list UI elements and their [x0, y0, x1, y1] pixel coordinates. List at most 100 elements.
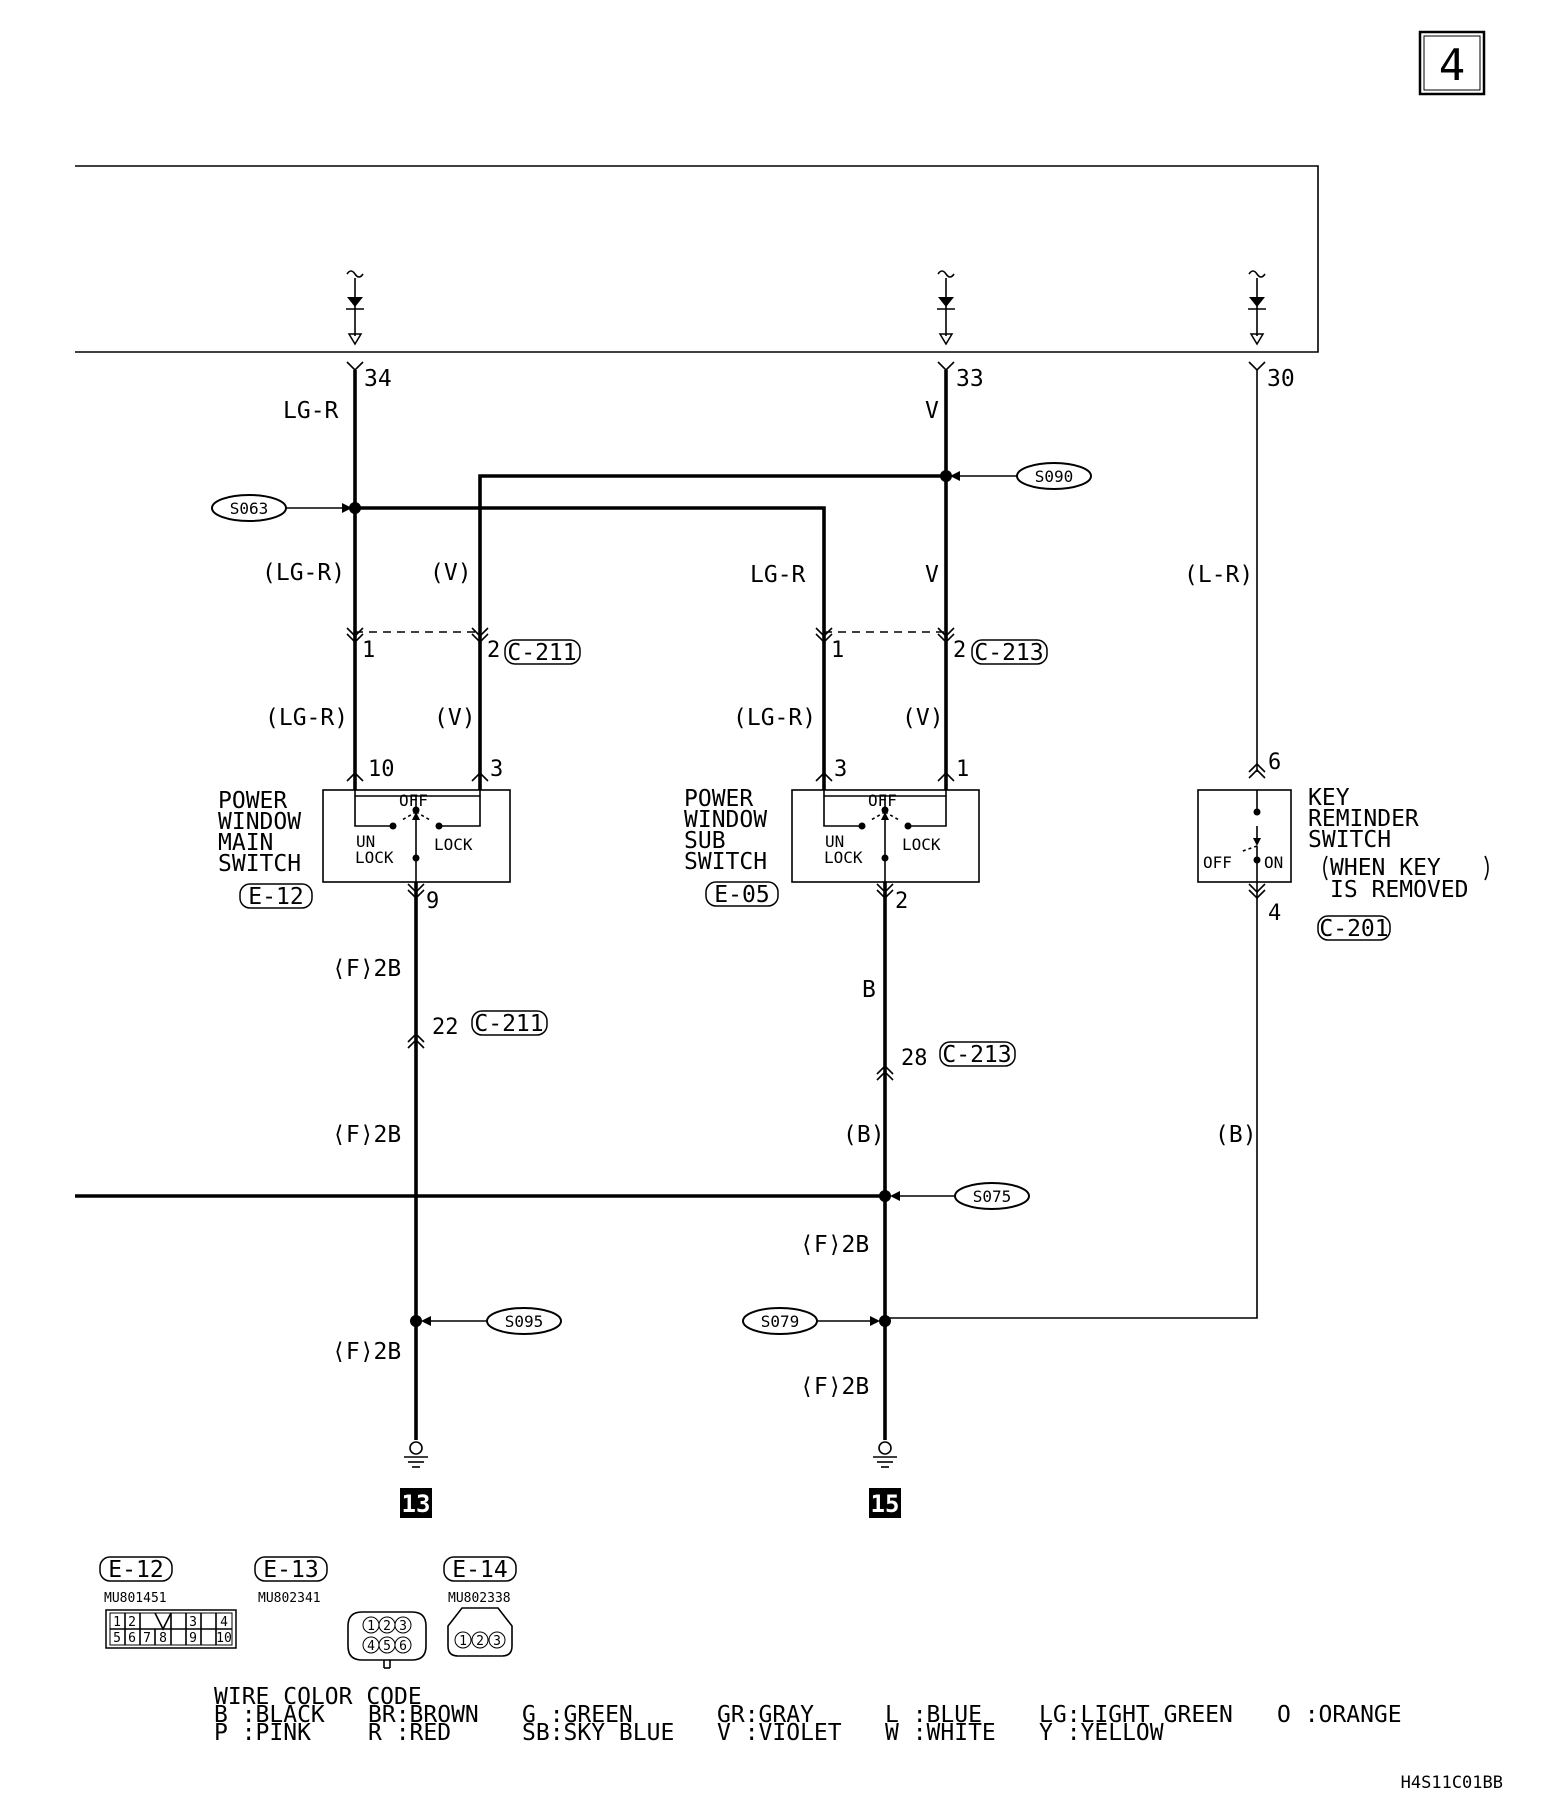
svg-text:3: 3 — [399, 1619, 407, 1634]
splice-s079: S079 — [742, 1307, 880, 1335]
splice-s075-label: S075 — [973, 1187, 1012, 1206]
pin-c211-1: 1 — [362, 638, 375, 663]
svg-text:MAIN: MAIN — [218, 830, 273, 856]
ecu-diode-b — [937, 270, 955, 346]
svg-text:LG:LIGHT GREEN: LG:LIGHT GREEN — [1039, 1702, 1233, 1728]
svg-text:WHEN KEY: WHEN KEY — [1330, 855, 1441, 881]
svg-text:BR:BROWN: BR:BROWN — [368, 1702, 479, 1728]
wire-label-lg-r-paren-2: (LG-R) — [265, 705, 348, 731]
connector-c213-tag-lower: C-213 — [939, 1041, 1016, 1068]
sub-switch-title: POWER WINDOW SUB SWITCH — [684, 786, 767, 875]
ground-13-symbol: 13 — [400, 1441, 432, 1518]
connector-c211-tag-lower: C-211 — [471, 1010, 548, 1037]
svg-text:SWITCH: SWITCH — [684, 849, 767, 875]
legend-title: WIRE COLOR CODE — [214, 1684, 422, 1710]
svg-text:E-14: E-14 — [452, 1557, 507, 1583]
connector-c213-tag: C-213 — [971, 639, 1048, 666]
svg-text:4: 4 — [367, 1639, 375, 1654]
splice-s063-label: S063 — [230, 499, 269, 518]
key-switch-off: OFF — [1203, 853, 1232, 872]
pin-sub-1: 1 — [956, 757, 969, 782]
wire-label-lg-r-paren-1: (LG-R) — [262, 560, 345, 586]
svg-text:REMINDER: REMINDER — [1308, 806, 1419, 832]
pin-sub-2: 2 — [895, 889, 908, 914]
svg-text:2: 2 — [476, 1634, 484, 1649]
svg-text:MU802341: MU802341 — [258, 1591, 321, 1606]
svg-text:Y :YELLOW: Y :YELLOW — [1039, 1720, 1164, 1746]
sub-switch-un: UN — [825, 832, 844, 851]
svg-text:W :WHITE: W :WHITE — [885, 1720, 996, 1746]
wire-v-main — [478, 474, 946, 790]
pin-main-10: 10 — [368, 757, 395, 782]
wire-lg-r-sub — [355, 506, 826, 790]
svg-text:10: 10 — [216, 1631, 232, 1646]
svg-text:R :RED: R :RED — [368, 1720, 451, 1746]
connector-e12-tag: E-12 — [239, 883, 313, 910]
connector-e13-face: E-13 MU802341 1 2 3 4 5 6 — [254, 1556, 427, 1669]
splice-s090: S090 — [950, 462, 1092, 490]
wire-label-lg-r-sub: LG-R — [750, 562, 806, 588]
sub-switch-off: OFF — [868, 791, 897, 810]
connector-c201-tag: C-201 — [1317, 915, 1391, 942]
wire-label-b-paren-1: (B) — [843, 1122, 885, 1148]
svg-text:L :BLUE: L :BLUE — [885, 1702, 982, 1728]
svg-text:C-201: C-201 — [1319, 916, 1388, 942]
svg-text:IS REMOVED: IS REMOVED — [1330, 877, 1468, 903]
wire-label-v-paren-1: (V) — [430, 560, 472, 586]
svg-text:C-211: C-211 — [507, 640, 576, 666]
wire-label-b-paren-2: (B) — [1215, 1122, 1257, 1148]
wire-color-legend: WIRE COLOR CODE B :BLACK BR:BROWN G :GRE… — [214, 1684, 1402, 1746]
pin-main-3: 3 — [490, 757, 503, 782]
svg-text:GR:GRAY: GR:GRAY — [717, 1702, 814, 1728]
wire-label-lg-r-top: LG-R — [283, 398, 339, 424]
splice-s079-node — [879, 1315, 891, 1327]
ground-15-label: 15 — [871, 1490, 900, 1518]
pin-c213-28: 28 — [901, 1046, 928, 1071]
sub-switch-lock-word: LOCK — [824, 848, 863, 867]
ground-15-symbol: 15 — [869, 1441, 901, 1518]
wire-label-f2b-5: ⟨F⟩2B — [800, 1374, 869, 1400]
pin-c211-2: 2 — [487, 638, 500, 663]
page-number: 4 — [1439, 40, 1466, 91]
wire-label-f2b-4: ⟨F⟩2B — [800, 1232, 869, 1258]
ecu-pin-34: 34 — [364, 366, 392, 392]
connector-c211-tag: C-211 — [504, 639, 581, 666]
wire-label-f2b-2: ⟨F⟩2B — [332, 1122, 401, 1148]
svg-text:SUB: SUB — [684, 828, 726, 854]
pin-main-9: 9 — [426, 889, 439, 914]
wire-label-lg-r-paren-3: (LG-R) — [733, 705, 816, 731]
svg-text:6: 6 — [128, 1631, 136, 1646]
svg-text:E-13: E-13 — [263, 1557, 318, 1583]
svg-text:KEY: KEY — [1308, 785, 1350, 811]
svg-text:POWER: POWER — [684, 786, 753, 812]
splice-s079-label: S079 — [761, 1312, 800, 1331]
connector-e14-face: E-14 MU802338 1 2 3 — [443, 1556, 517, 1657]
splice-s063-node — [349, 502, 361, 514]
svg-text:POWER: POWER — [218, 788, 287, 814]
pin-c211-22: 22 — [432, 1015, 459, 1040]
svg-text:SWITCH: SWITCH — [1308, 827, 1391, 853]
splice-s095-node — [410, 1315, 422, 1327]
connector-e05-tag: E-05 — [705, 881, 779, 908]
svg-text:4: 4 — [220, 1615, 228, 1630]
splice-s090-label: S090 — [1035, 467, 1074, 486]
pin-key-6: 6 — [1268, 750, 1281, 775]
svg-text:E-12: E-12 — [248, 884, 303, 910]
svg-text:C-211: C-211 — [474, 1011, 543, 1037]
svg-text:WINDOW: WINDOW — [684, 807, 767, 833]
pin-sub-3: 3 — [834, 757, 847, 782]
svg-text:V :VIOLET: V :VIOLET — [717, 1720, 842, 1746]
svg-text:3: 3 — [189, 1615, 197, 1630]
svg-text:E-05: E-05 — [714, 882, 769, 908]
wire-key-ground — [885, 882, 1258, 1319]
splice-s075: S075 — [890, 1182, 1030, 1210]
key-switch-title: KEY REMINDER SWITCH WHEN KEY IS REMOVED — [1308, 785, 1489, 903]
sub-switch: OFF UN LOCK LOCK — [791, 789, 980, 883]
diagram-code: H4S11C01BB — [1401, 1773, 1503, 1793]
key-switch-on: ON — [1264, 853, 1283, 872]
svg-text:1: 1 — [113, 1615, 121, 1630]
ground-13-label: 13 — [402, 1490, 431, 1518]
main-switch-title: POWER WINDOW MAIN SWITCH — [218, 788, 301, 877]
wire-label-l-r: (L-R) — [1184, 562, 1253, 588]
